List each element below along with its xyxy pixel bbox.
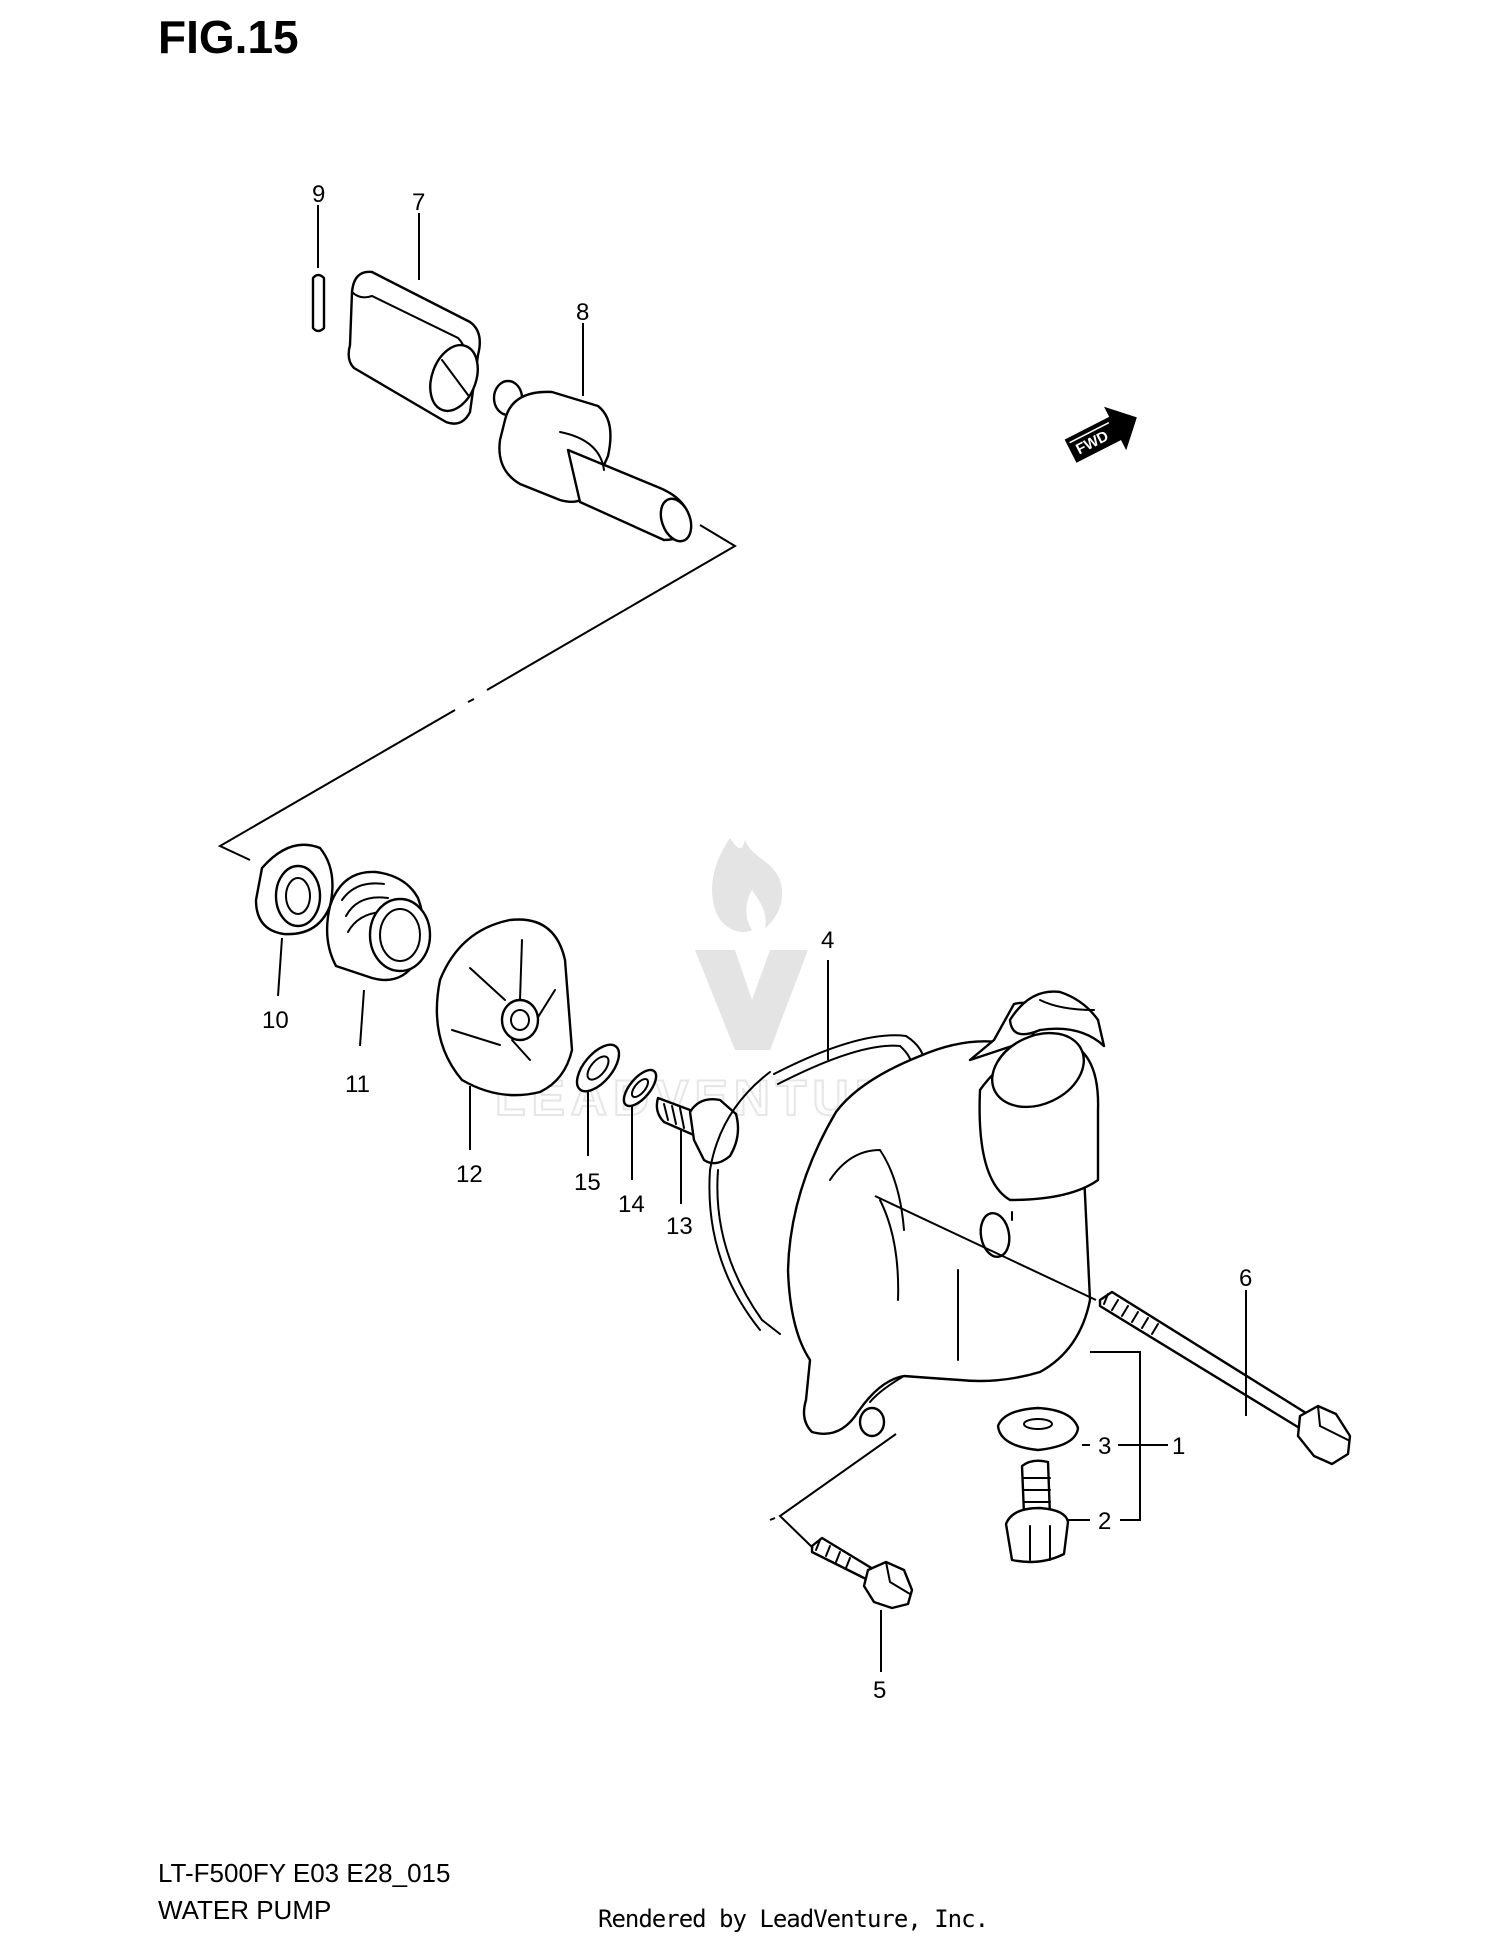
mechanical-seal-part[interactable] [325,870,432,982]
callout-6: 6 [1239,1265,1252,1292]
drain-gasket-part[interactable] [996,1406,1080,1452]
washer-part[interactable] [618,1065,662,1112]
centerline-bolt-5 [778,1433,897,1549]
callout-13: 13 [666,1213,693,1240]
leader-11 [359,989,365,1047]
callout-11: 11 [345,1071,370,1098]
callout-9: 9 [312,181,325,208]
water-pump-case-part[interactable] [786,990,1106,1438]
leader-lines [277,205,1247,1672]
impeller-bolt-part[interactable] [655,1096,740,1165]
leader-10 [277,937,283,997]
callout-5: 5 [873,1677,886,1704]
impeller-part[interactable] [435,918,574,1097]
callout-12: 12 [456,1161,483,1188]
callout-2: 2 [1098,1508,1111,1535]
centerline-upper [217,524,737,861]
callout-7: 7 [412,189,425,216]
footer-section-title: WATER PUMP [158,1895,332,1925]
drain-bolt-part[interactable] [1004,1459,1070,1564]
leader-1-bracket [1090,1351,1160,1521]
callout-3: 3 [1098,1433,1111,1460]
figure-title: FIG.15 [158,11,299,63]
callout-14: 14 [618,1191,645,1218]
footer-rendered-by: Rendered by LeadVenture, Inc. [598,1905,989,1933]
oil-seal-part[interactable] [254,843,334,936]
impeller-shaft-part[interactable] [492,379,697,545]
centerline-shaft-link [769,1517,776,1521]
footer-model-code: LT-F500FY E03 E28_015 [158,1858,451,1888]
drive-coupling-part[interactable] [347,270,487,425]
callout-4: 4 [821,927,834,954]
long-bolt-part[interactable] [1098,1290,1352,1466]
seal-washer-part[interactable] [569,1038,626,1099]
callout-1: 1 [1172,1433,1185,1460]
callout-15: 15 [574,1169,601,1196]
callout-10: 10 [262,1007,289,1034]
centerline-bolt-6 [874,1195,1097,1301]
mounting-bolt-part[interactable] [810,1536,914,1610]
pin-part[interactable] [311,273,326,333]
fwd-arrow-icon: FWD [1064,406,1137,463]
callout-8: 8 [576,299,589,326]
